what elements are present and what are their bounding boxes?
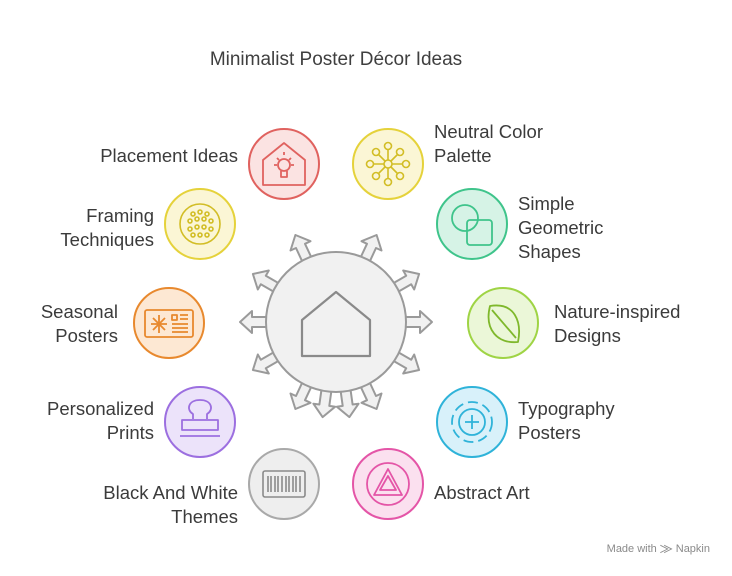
triangle-circle-icon xyxy=(366,462,410,506)
hub xyxy=(239,234,433,419)
node-placement xyxy=(248,128,320,200)
hub-circle xyxy=(265,251,407,393)
node-abstract xyxy=(352,448,424,520)
diagram-title: Minimalist Poster Décor Ideas xyxy=(209,49,463,70)
napkin-credit: Made with ⨠ Napkin xyxy=(606,543,710,555)
node-typography xyxy=(436,386,508,458)
label-placement: Placement Ideas xyxy=(100,145,238,166)
snowflake-card-icon xyxy=(144,309,194,338)
barcode-icon xyxy=(262,470,306,498)
network-nodes-icon xyxy=(365,141,411,187)
house-icon xyxy=(300,290,372,358)
stamp-icon xyxy=(180,399,220,437)
target-plus-icon xyxy=(451,401,493,443)
node-blackwhite xyxy=(248,448,320,520)
node-geometric xyxy=(436,188,508,260)
node-neutral xyxy=(352,128,424,200)
leaf-icon xyxy=(487,304,520,343)
shapes-icon xyxy=(451,204,493,246)
label-abstract: Abstract Art xyxy=(434,482,530,503)
node-nature xyxy=(467,287,539,359)
dotted-circle-icon xyxy=(179,203,221,245)
node-framing xyxy=(164,188,236,260)
node-seasonal xyxy=(133,287,205,359)
smart-home-bulb-icon xyxy=(262,142,306,186)
node-personalized xyxy=(164,386,236,458)
